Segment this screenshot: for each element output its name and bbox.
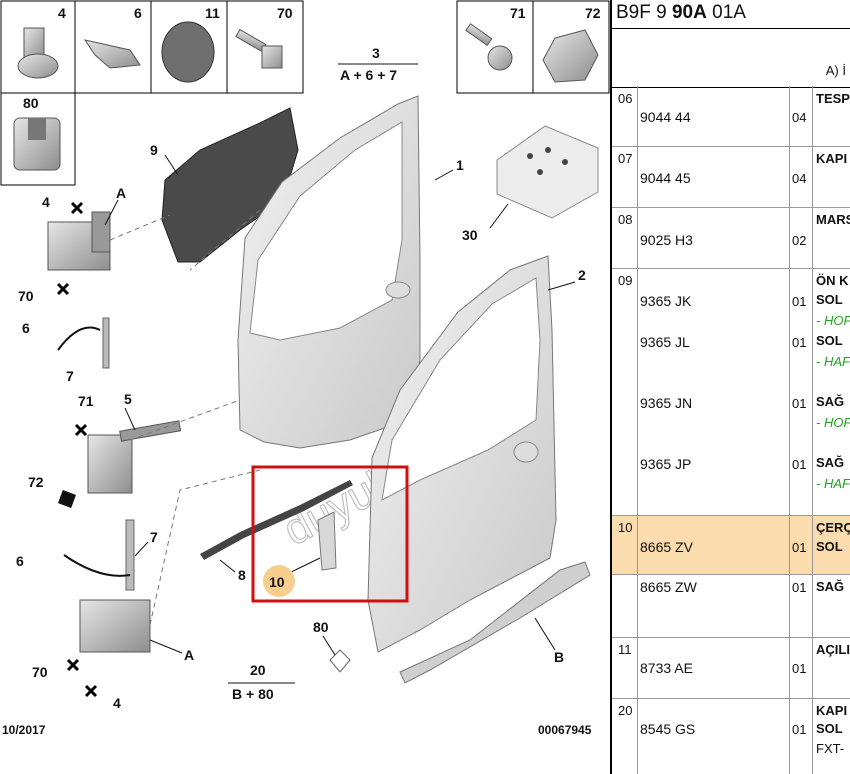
table-row[interactable]: 11 AÇILI 8733 AE 01 xyxy=(612,638,850,699)
callout-A2: A xyxy=(184,647,194,663)
thumbnail-11[interactable]: 11 xyxy=(150,0,228,94)
cross-markers xyxy=(56,201,98,698)
thumbnail-71[interactable]: 71 xyxy=(456,0,534,94)
callout-3: 3 xyxy=(372,45,380,61)
part-ref: 9044 44 xyxy=(640,109,691,125)
page-title: B9F 9 90A 01A xyxy=(616,2,746,23)
callout-10: 10 xyxy=(269,574,285,590)
callout-9: 9 xyxy=(150,142,158,158)
hex-nut-icon xyxy=(542,29,599,83)
rear-door-window xyxy=(381,277,541,501)
column-divider xyxy=(812,86,813,774)
callout-4a: 4 xyxy=(42,194,50,210)
thumbnail-80[interactable]: 80 xyxy=(0,92,76,186)
callout-3-sub: A + 6 + 7 xyxy=(340,67,397,83)
part-ref: 8665 ZV xyxy=(640,539,693,555)
diagram-date: 10/2017 xyxy=(2,723,46,737)
callout-7a: 7 xyxy=(66,368,74,384)
callout-1: 1 xyxy=(456,157,464,173)
column-divider xyxy=(637,86,638,774)
callout-B: B xyxy=(554,649,564,665)
nut-72 xyxy=(58,490,76,508)
svg-text:80: 80 xyxy=(23,95,39,111)
callout-A1: A xyxy=(116,185,126,201)
callout-6b: 6 xyxy=(16,553,24,569)
callout-70a: 70 xyxy=(18,288,34,304)
table-row[interactable]: 08 9025 H3 02 MARS xyxy=(612,208,850,269)
callout-2: 2 xyxy=(578,267,586,283)
leader-lines xyxy=(109,209,261,626)
hinge-pin-7a xyxy=(102,317,110,369)
table-row[interactable]: 06 9044 44 04 TESP xyxy=(612,87,850,147)
thumbnail-4[interactable]: 4 xyxy=(0,0,76,94)
door-check-5[interactable] xyxy=(87,420,182,494)
hinge-pin-7b xyxy=(125,519,135,591)
callout-80: 80 xyxy=(313,619,329,635)
svg-text:70: 70 xyxy=(277,5,293,21)
table-row[interactable]: 09 ÖN K 9365 JK 01 SOL - HOF 9365 JL 01 … xyxy=(612,269,850,516)
front-door-window xyxy=(249,121,403,341)
panel-divider xyxy=(610,0,612,774)
table-row[interactable]: 20 KAPI 8545 GS 01 SOL FXT- xyxy=(618,703,848,756)
callout-10-circle xyxy=(263,565,295,597)
part-ref: 8665 ZW xyxy=(640,579,697,595)
part-ref: 8733 AE xyxy=(640,660,693,676)
table-row-highlighted[interactable]: 10 ÇERÇ 8665 ZV 01 SOL xyxy=(612,516,850,575)
column-divider xyxy=(789,86,790,774)
thumbnail-70[interactable]: 70 xyxy=(226,0,304,94)
svg-text:4: 4 xyxy=(58,5,66,21)
clip-icon xyxy=(83,39,141,69)
thumbnail-72[interactable]: 72 xyxy=(532,0,610,94)
lower-hinge[interactable] xyxy=(79,599,151,653)
svg-text:11: 11 xyxy=(205,5,220,21)
callout-5: 5 xyxy=(124,391,132,407)
screw-icon xyxy=(465,23,513,71)
callout-7b: 7 xyxy=(150,529,158,545)
svg-text:6: 6 xyxy=(134,5,142,21)
trim-piece-10[interactable] xyxy=(317,511,337,571)
callout-8: 8 xyxy=(238,567,246,583)
part-ref: 9044 45 xyxy=(640,170,691,186)
svg-text:72: 72 xyxy=(585,5,601,21)
part-ref: 8545 GS xyxy=(640,721,696,737)
upper-hinge[interactable] xyxy=(47,211,111,271)
table-row[interactable]: 8665 ZW 01 SAĞ xyxy=(612,575,850,638)
part-30[interactable] xyxy=(496,125,599,219)
table-row[interactable]: 07 9044 45 04 KAPI xyxy=(612,147,850,208)
plug-icon xyxy=(161,21,215,83)
diagram-code: 00067945 xyxy=(538,723,592,737)
rear-door-handle xyxy=(513,441,539,463)
column-header: A) İ xyxy=(612,28,850,88)
screw-icon xyxy=(235,28,283,69)
callout-6a: 6 xyxy=(22,320,30,336)
wire-6a xyxy=(57,326,101,351)
thumbnail-6[interactable]: 6 xyxy=(74,0,152,94)
part-ref: 9025 H3 xyxy=(640,232,693,248)
svg-text:71: 71 xyxy=(510,5,526,21)
callout-72: 72 xyxy=(28,474,44,490)
callout-30: 30 xyxy=(462,227,478,243)
front-door-handle xyxy=(385,281,411,299)
parts-list-panel: B9F 9 90A 01A A) İ 06 9044 44 04 TESP 07… xyxy=(612,0,850,774)
callout-20-sub: B + 80 xyxy=(232,686,274,702)
callout-20: 20 xyxy=(250,662,266,678)
wire-6b xyxy=(63,554,131,577)
callout-4b: 4 xyxy=(113,695,121,711)
callout-70b: 70 xyxy=(32,664,48,680)
flange-bolt-icon xyxy=(17,27,59,79)
clip-80 xyxy=(329,649,351,673)
sill-trim-B[interactable] xyxy=(399,561,591,684)
plastic-clip-icon xyxy=(13,117,61,171)
highlight-box-10 xyxy=(251,465,409,603)
callout-71: 71 xyxy=(78,393,94,409)
parts-diagram: 4 6 11 70 80 71 xyxy=(0,0,610,737)
seal-strip-8[interactable] xyxy=(200,480,353,560)
